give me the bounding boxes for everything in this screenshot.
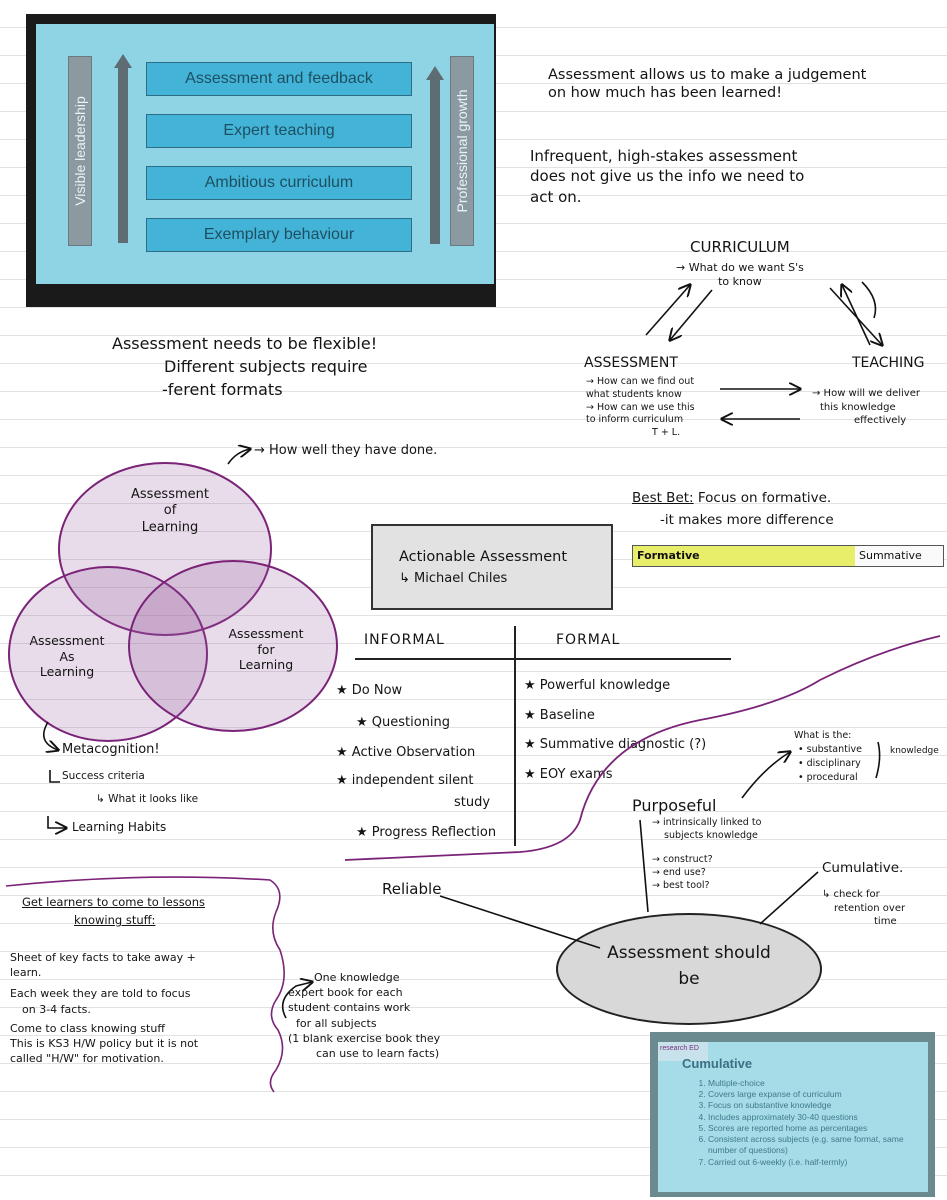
informal-header: INFORMAL	[364, 632, 445, 648]
slide-photo-bottom: research ED Cumulative Multiple-choice C…	[650, 1032, 935, 1197]
knowledge-bracket	[875, 741, 881, 779]
purple-curve	[344, 635, 941, 861]
actionable-assessment-box: Actionable Assessment ↳ Michael Chiles	[371, 524, 613, 610]
arrow-to-knowledge	[741, 752, 790, 799]
arrow-success	[49, 770, 60, 783]
arrow-teach-to-curric	[842, 285, 871, 346]
metacog-habits: Learning Habits	[72, 820, 167, 834]
cumulative-title: Cumulative.	[822, 860, 904, 876]
informal-study: study	[454, 795, 491, 810]
get-learners-title: Get learners to come to lessons knowing …	[22, 895, 205, 928]
purple-bracket	[5, 876, 285, 1093]
knowledge-types: • substantive • disciplinary • procedura…	[798, 744, 862, 783]
cycle-assessment-questions: → How can we find out what students know…	[586, 376, 695, 439]
note-judgement: Assessment allows us to make a judgement…	[548, 67, 867, 102]
formal-header: FORMAL	[556, 632, 621, 648]
cycle-curriculum: CURRICULUM	[690, 238, 790, 256]
cycle-teaching: TEACHING	[852, 355, 925, 371]
informal-do-now: ★ Do Now	[336, 683, 403, 698]
note-how-well: → How well they have done.	[254, 443, 438, 458]
venn-label-of: Assessment of Learning	[131, 487, 209, 535]
slide-title: Cumulative	[682, 1056, 753, 1071]
purposeful-title: Purposeful	[632, 796, 717, 815]
slide-screen: Visible leadership Assessment and feedba…	[36, 24, 494, 284]
informal-questioning: ★ Questioning	[356, 715, 451, 730]
table-divider-h	[355, 658, 731, 660]
arrow-curric-to-assess	[670, 289, 713, 340]
cumulative-sub: ↳ check for retention over time	[822, 889, 906, 927]
summative-label: Summative	[859, 549, 922, 562]
formative-fill	[633, 546, 855, 566]
box-curriculum: Ambitious curriculum	[146, 166, 412, 200]
reliable-label: Reliable	[382, 880, 442, 898]
arrow-curve-right	[861, 281, 877, 319]
box-teaching: Expert teaching	[146, 114, 412, 148]
metacog-looks-like: ↳ What it looks like	[96, 793, 199, 805]
metacog-title: Metacognition!	[62, 742, 160, 757]
arrow-up-left	[118, 68, 128, 243]
assessment-should-be-oval: Assessment should be	[556, 913, 822, 1025]
knowledge-label: knowledge	[890, 746, 939, 756]
formal-powerful: ★ Powerful knowledge	[524, 678, 671, 693]
arrow-metacog	[42, 721, 58, 750]
box-behaviour: Exemplary behaviour	[146, 218, 412, 252]
venn-label-as: Assessment As Learning	[29, 633, 105, 680]
informal-reflection: ★ Progress Reflection	[356, 825, 497, 840]
cycle-curriculum-question: → What do we want S's to know	[676, 261, 804, 289]
professional-growth-bar: Professional growth	[450, 56, 474, 246]
arrow-head-left-icon	[114, 54, 132, 68]
informal-independent: ★ independent silent	[336, 773, 474, 788]
cycle-assessment: ASSESSMENT	[584, 355, 678, 371]
metacog-success: Success criteria	[62, 770, 145, 782]
formal-baseline: ★ Baseline	[524, 708, 595, 723]
cycle-teaching-questions: → How will we deliver this knowledge eff…	[812, 388, 920, 426]
arrow-head-right-icon	[426, 66, 444, 80]
arrow-how-well	[227, 449, 250, 465]
slide-list: Multiple-choice Covers large expanse of …	[682, 1078, 928, 1168]
slide-brand: research ED	[658, 1042, 708, 1061]
what-is-the: What is the:	[794, 730, 852, 741]
purposeful-notes: → intrinsically linked to subjects knowl…	[652, 817, 762, 892]
formal-eoy: ★ EOY exams	[524, 767, 613, 782]
informal-observation: ★ Active Observation	[336, 745, 476, 760]
line-cumulative	[759, 871, 819, 925]
note-flexible: Assessment needs to be flexible! Differe…	[112, 334, 378, 400]
venn-label-for: Assessment for Learning	[228, 626, 304, 673]
arrow-up-right	[430, 80, 440, 244]
formal-summative: ★ Summative diagnostic (?)	[524, 737, 707, 752]
visible-leadership-bar: Visible leadership	[68, 56, 92, 246]
arrow-assess-to-curric	[645, 285, 690, 336]
knowledge-book-note: One knowledge expert book for each stude…	[288, 971, 441, 1060]
arrow-knowledge-book	[281, 982, 312, 1019]
formative-label: Formative	[637, 549, 700, 562]
box-assessment: Assessment and feedback	[146, 62, 412, 96]
arrow-habits	[47, 816, 66, 828]
table-divider-v	[514, 626, 516, 846]
line-reliable	[439, 895, 601, 949]
note-infrequent: Infrequent, high-stakes assessment does …	[530, 147, 805, 206]
formative-summative-bar: Formative Summative	[632, 545, 944, 567]
get-learners-notes: Sheet of key facts to take away + learn.…	[10, 951, 199, 1066]
slide-photo-top: Visible leadership Assessment and feedba…	[26, 14, 496, 307]
best-bet-sub: -it makes more difference	[660, 512, 834, 528]
best-bet-note: Best Bet: Focus on formative.	[632, 490, 832, 506]
line-purposeful	[639, 819, 649, 913]
slide-screen-bottom: research ED Cumulative Multiple-choice C…	[658, 1042, 928, 1192]
venn-for-learning	[128, 560, 338, 732]
